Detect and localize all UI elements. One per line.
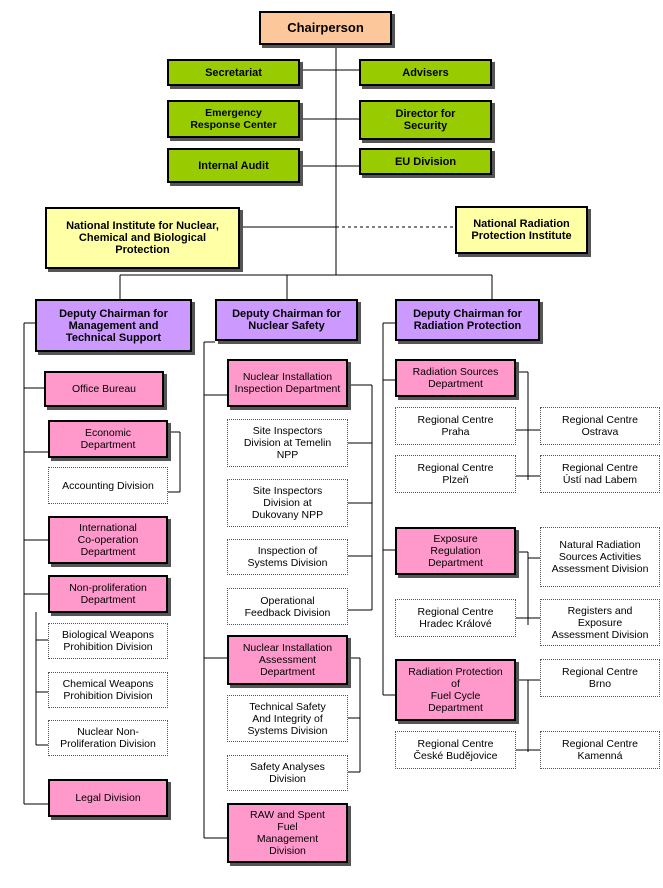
eu-division-box: EU Division bbox=[359, 148, 492, 175]
advisers-box: Advisers bbox=[359, 59, 492, 86]
chairperson-box: Chairperson bbox=[259, 11, 392, 45]
nuclear-nonproliferation-label: Nuclear Non- Proliferation Division bbox=[60, 726, 156, 750]
regional-kamenna-label: Regional Centre Kamenná bbox=[562, 738, 638, 762]
deputy-management-box: Deputy Chairman for Management and Techn… bbox=[35, 299, 192, 352]
radiation-institute-box: National Radiation Protection Institute bbox=[455, 206, 588, 254]
nuclear-institute-label: National Institute for Nuclear, Chemical… bbox=[66, 220, 219, 256]
accounting-division-label: Accounting Division bbox=[62, 479, 154, 492]
chemical-weapons-label: Chemical Weapons Prohibition Division bbox=[62, 678, 154, 702]
safety-analyses-box: Safety Analyses Division bbox=[227, 755, 348, 791]
temelin-division-box: Site Inspectors Division at Temelin NPP bbox=[227, 419, 348, 467]
eu-division-label: EU Division bbox=[394, 155, 457, 168]
regional-brno-box: Regional Centre Brno bbox=[540, 659, 660, 697]
director-security-box: Director for Security bbox=[359, 100, 492, 140]
radiation-sources-box: Radiation Sources Department bbox=[395, 359, 516, 397]
non-proliferation-box: Non-proliferation Department bbox=[48, 575, 168, 613]
radiation-sources-label: Radiation Sources Department bbox=[412, 366, 499, 390]
safety-analyses-label: Safety Analyses Division bbox=[250, 761, 325, 785]
deputy-radiation-box: Deputy Chairman for Radiation Protection bbox=[395, 299, 540, 341]
advisers-label: Advisers bbox=[402, 66, 449, 79]
temelin-division-label: Site Inspectors Division at Temelin NPP bbox=[243, 425, 332, 461]
economic-department-box: Economic Department bbox=[48, 420, 168, 458]
natural-radiation-box: Natural Radiation Sources Activities Ass… bbox=[540, 527, 660, 587]
dukovany-division-label: Site Inspectors Division at Dukovany NPP bbox=[251, 485, 324, 521]
registers-exposure-label: Registers and Exposure Assessment Divisi… bbox=[551, 604, 649, 641]
regional-plzen-label: Regional Centre Plzeň bbox=[417, 462, 494, 486]
nuclear-nonproliferation-box: Nuclear Non- Proliferation Division bbox=[48, 720, 168, 756]
regional-kamenna-box: Regional Centre Kamenná bbox=[540, 731, 660, 769]
chemical-weapons-box: Chemical Weapons Prohibition Division bbox=[48, 672, 168, 708]
deputy-nuclear-safety-box: Deputy Chairman for Nuclear Safety bbox=[215, 299, 358, 341]
emergency-response-box: Emergency Response Center bbox=[167, 100, 300, 138]
regional-hradec-box: Regional Centre Hradec Králové bbox=[395, 599, 516, 637]
exposure-regulation-box: Exposure Regulation Department bbox=[395, 527, 516, 575]
regional-usti-label: Regional Centre Ústí nad Labem bbox=[562, 462, 638, 486]
operational-feedback-label: Operational Feedback Division bbox=[244, 594, 331, 619]
regional-ostrava-box: Regional Centre Ostrava bbox=[540, 407, 660, 445]
economic-department-label: Economic Department bbox=[80, 427, 136, 451]
raw-spent-fuel-box: RAW and Spent Fuel Management Division bbox=[227, 803, 348, 863]
biological-weapons-label: Biological Weapons Prohibition Division bbox=[61, 629, 155, 653]
regional-usti-box: Regional Centre Ústí nad Labem bbox=[540, 455, 660, 493]
fuel-cycle-label: Radiation Protection of Fuel Cycle Depar… bbox=[408, 666, 503, 714]
radiation-institute-label: National Radiation Protection Institute bbox=[471, 218, 572, 242]
deputy-management-label: Deputy Chairman for Management and Techn… bbox=[59, 307, 168, 344]
deputy-radiation-label: Deputy Chairman for Radiation Protection bbox=[413, 308, 522, 332]
secretariat-label: Secretariat bbox=[205, 66, 262, 79]
exposure-regulation-label: Exposure Regulation Department bbox=[428, 533, 483, 569]
regional-budejovice-label: Regional Centre České Budějovice bbox=[413, 738, 498, 762]
regional-ostrava-label: Regional Centre Ostrava bbox=[562, 414, 638, 438]
regional-praha-label: Regional Centre Praha bbox=[417, 414, 494, 438]
accounting-division-box: Accounting Division bbox=[48, 467, 168, 504]
biological-weapons-box: Biological Weapons Prohibition Division bbox=[48, 623, 168, 659]
regional-brno-label: Regional Centre Brno bbox=[562, 666, 638, 690]
director-security-label: Director for Security bbox=[395, 108, 456, 132]
dukovany-division-box: Site Inspectors Division at Dukovany NPP bbox=[227, 479, 348, 527]
nuclear-institute-box: National Institute for Nuclear, Chemical… bbox=[45, 207, 240, 269]
international-cooperation-box: International Co-operation Department bbox=[48, 516, 168, 564]
systems-inspection-box: Inspection of Systems Division bbox=[227, 539, 348, 575]
regional-praha-box: Regional Centre Praha bbox=[395, 407, 516, 445]
assessment-department-box: Nuclear Installation Assessment Departme… bbox=[227, 635, 348, 685]
legal-division-label: Legal Division bbox=[75, 792, 141, 804]
operational-feedback-box: Operational Feedback Division bbox=[227, 588, 348, 625]
regional-budejovice-box: Regional Centre České Budějovice bbox=[395, 731, 516, 769]
emergency-response-label: Emergency Response Center bbox=[190, 107, 277, 131]
registers-exposure-box: Registers and Exposure Assessment Divisi… bbox=[540, 599, 660, 646]
regional-hradec-label: Regional Centre Hradec Králové bbox=[417, 606, 494, 630]
natural-radiation-label: Natural Radiation Sources Activities Ass… bbox=[551, 539, 649, 575]
inspection-department-box: Nuclear Installation Inspection Departme… bbox=[227, 359, 348, 407]
systems-inspection-label: Inspection of Systems Division bbox=[247, 545, 328, 569]
fuel-cycle-box: Radiation Protection of Fuel Cycle Depar… bbox=[395, 659, 516, 721]
inspection-department-label: Nuclear Installation Inspection Departme… bbox=[234, 371, 341, 395]
secretariat-box: Secretariat bbox=[167, 59, 300, 86]
assessment-department-label: Nuclear Installation Assessment Departme… bbox=[242, 642, 333, 678]
technical-safety-box: Technical Safety And Integrity of System… bbox=[227, 695, 348, 742]
legal-division-box: Legal Division bbox=[48, 779, 168, 817]
non-proliferation-label: Non-proliferation Department bbox=[69, 582, 147, 606]
regional-plzen-box: Regional Centre Plzeň bbox=[395, 455, 516, 493]
chairperson-label: Chairperson bbox=[287, 20, 364, 35]
international-cooperation-label: International Co-operation Department bbox=[77, 522, 139, 558]
technical-safety-label: Technical Safety And Integrity of System… bbox=[247, 700, 328, 737]
raw-spent-fuel-label: RAW and Spent Fuel Management Division bbox=[250, 809, 325, 857]
office-bureau-box: Office Bureau bbox=[44, 371, 164, 407]
internal-audit-box: Internal Audit bbox=[167, 148, 300, 183]
office-bureau-label: Office Bureau bbox=[71, 383, 136, 395]
internal-audit-label: Internal Audit bbox=[198, 159, 269, 172]
deputy-nuclear-safety-label: Deputy Chairman for Nuclear Safety bbox=[232, 308, 341, 332]
